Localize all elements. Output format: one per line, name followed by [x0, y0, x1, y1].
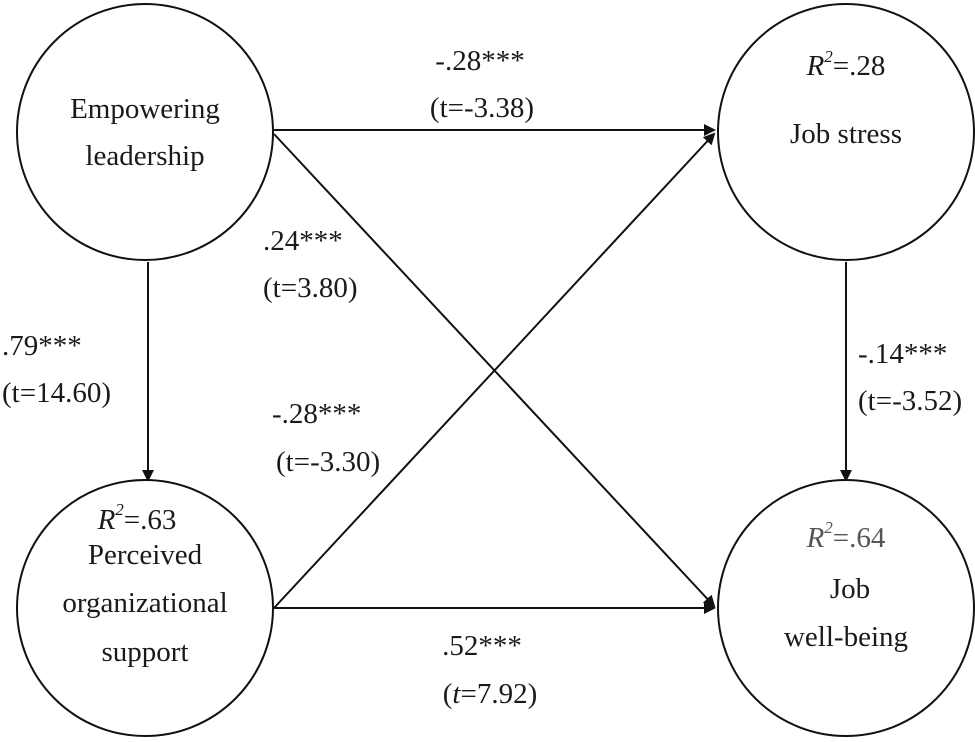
- r2-label: R2=.28: [806, 47, 886, 82]
- node-label-line-1: Job stress: [790, 118, 902, 150]
- r2-superscript: 2: [115, 500, 124, 519]
- node-perceived-org-support: R2=.63 Perceived organizational support: [16, 479, 274, 737]
- label-el-to-pos: .79*** (t=14.60): [2, 330, 111, 409]
- r2-value: =.63: [124, 504, 177, 536]
- t-symbol: t: [452, 678, 461, 710]
- path-coefficient: .24***: [263, 225, 343, 257]
- path-t-value: (t=-3.30): [276, 446, 380, 478]
- path-t-value: (t=3.80): [263, 272, 357, 304]
- r2-value: =.64: [833, 522, 886, 554]
- node-empowering-leadership: Empowering leadership: [16, 3, 274, 261]
- node-label-line-1: Empowering: [70, 93, 220, 125]
- node-label-line-3: support: [102, 636, 189, 668]
- path-t-value: (t=-3.38): [430, 92, 534, 124]
- node-label-line-1: Job: [830, 573, 870, 605]
- label-pos-to-job-stress: -.28*** (t=-3.30): [272, 398, 380, 478]
- r2-symbol: R: [806, 50, 825, 82]
- node-label-line-2: organizational: [62, 587, 227, 619]
- path-coefficient: .79***: [2, 330, 82, 362]
- r2-symbol: R: [806, 522, 825, 554]
- r2-label: R2=.64: [806, 518, 886, 554]
- node-label-line-2: leadership: [85, 140, 204, 172]
- node-circle: [717, 3, 975, 261]
- t-rest: =7.92): [460, 678, 537, 710]
- node-label-line-1: Perceived: [88, 539, 203, 571]
- path-t-value: (t=7.92): [443, 678, 538, 710]
- node-label-line-2: well-being: [784, 621, 908, 653]
- node-circle: [717, 479, 975, 737]
- path-t-value: (t=14.60): [2, 377, 111, 409]
- label-job-stress-to-wellbeing: -.14*** (t=-3.52): [858, 338, 962, 417]
- t-open-paren: (: [443, 678, 453, 710]
- arrow-pos-to-job-stress: [273, 132, 716, 609]
- path-t-value: (t=-3.52): [858, 385, 962, 417]
- path-coefficient: -.14***: [858, 338, 947, 370]
- node-circle: [16, 3, 274, 261]
- path-coefficient: -.28***: [435, 45, 524, 77]
- r2-symbol: R: [97, 504, 116, 536]
- label-el-to-job-wellbeing: .24*** (t=3.80): [263, 225, 357, 304]
- node-job-wellbeing: R2=.64 Job well-being: [717, 479, 975, 737]
- node-circle: [16, 479, 274, 737]
- r2-superscript: 2: [824, 518, 833, 537]
- node-job-stress: R2=.28 Job stress: [717, 3, 975, 261]
- label-pos-to-job-wellbeing: .52*** (t=7.92): [442, 630, 537, 710]
- label-el-to-job-stress: -.28*** (t=-3.38): [430, 45, 534, 124]
- path-coefficient: .52***: [442, 630, 522, 662]
- r2-value: =.28: [833, 50, 886, 82]
- r2-label: R2=.63: [97, 500, 177, 536]
- r2-superscript: 2: [824, 47, 833, 66]
- path-coefficient: -.28***: [272, 398, 361, 430]
